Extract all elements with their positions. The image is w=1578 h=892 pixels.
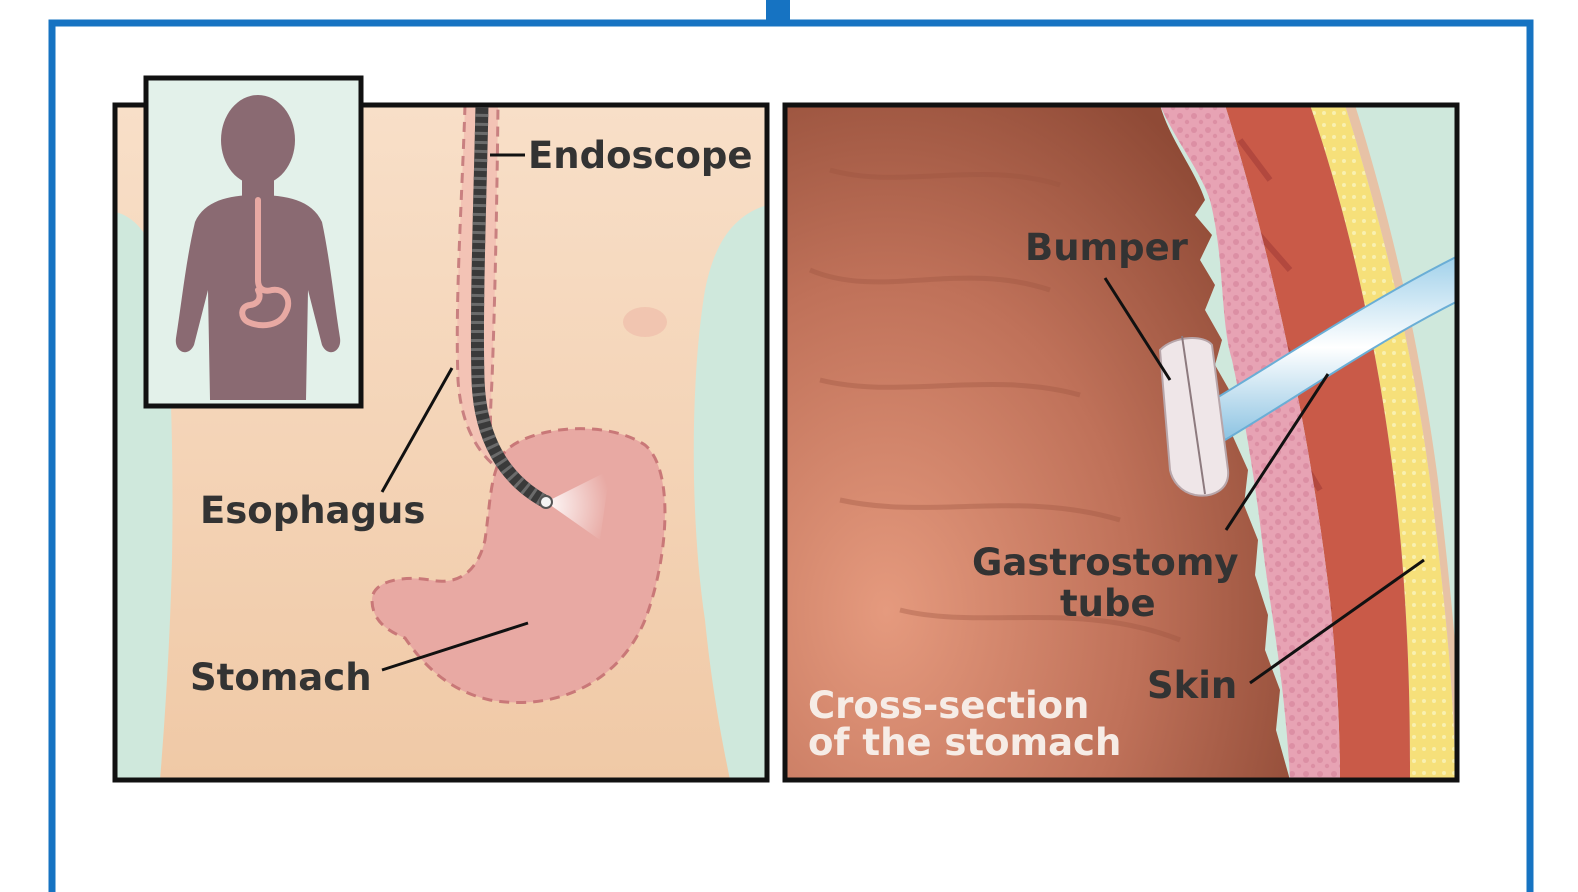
esophagus-label: Esophagus bbox=[200, 489, 425, 532]
skin-label: Skin bbox=[1147, 664, 1237, 707]
child-silhouette-inset bbox=[146, 78, 361, 406]
gastrostomy-label-line2: tube bbox=[1060, 582, 1156, 625]
bumper-label: Bumper bbox=[1025, 226, 1189, 269]
cross-section-caption-line2: of the stomach bbox=[808, 721, 1121, 764]
frame-connector bbox=[766, 0, 790, 26]
gastrostomy-label-line1: Gastrostomy bbox=[972, 541, 1239, 584]
right-panel bbox=[785, 105, 1462, 780]
stomach-label: Stomach bbox=[190, 656, 372, 699]
endoscope-label: Endoscope bbox=[528, 134, 752, 177]
